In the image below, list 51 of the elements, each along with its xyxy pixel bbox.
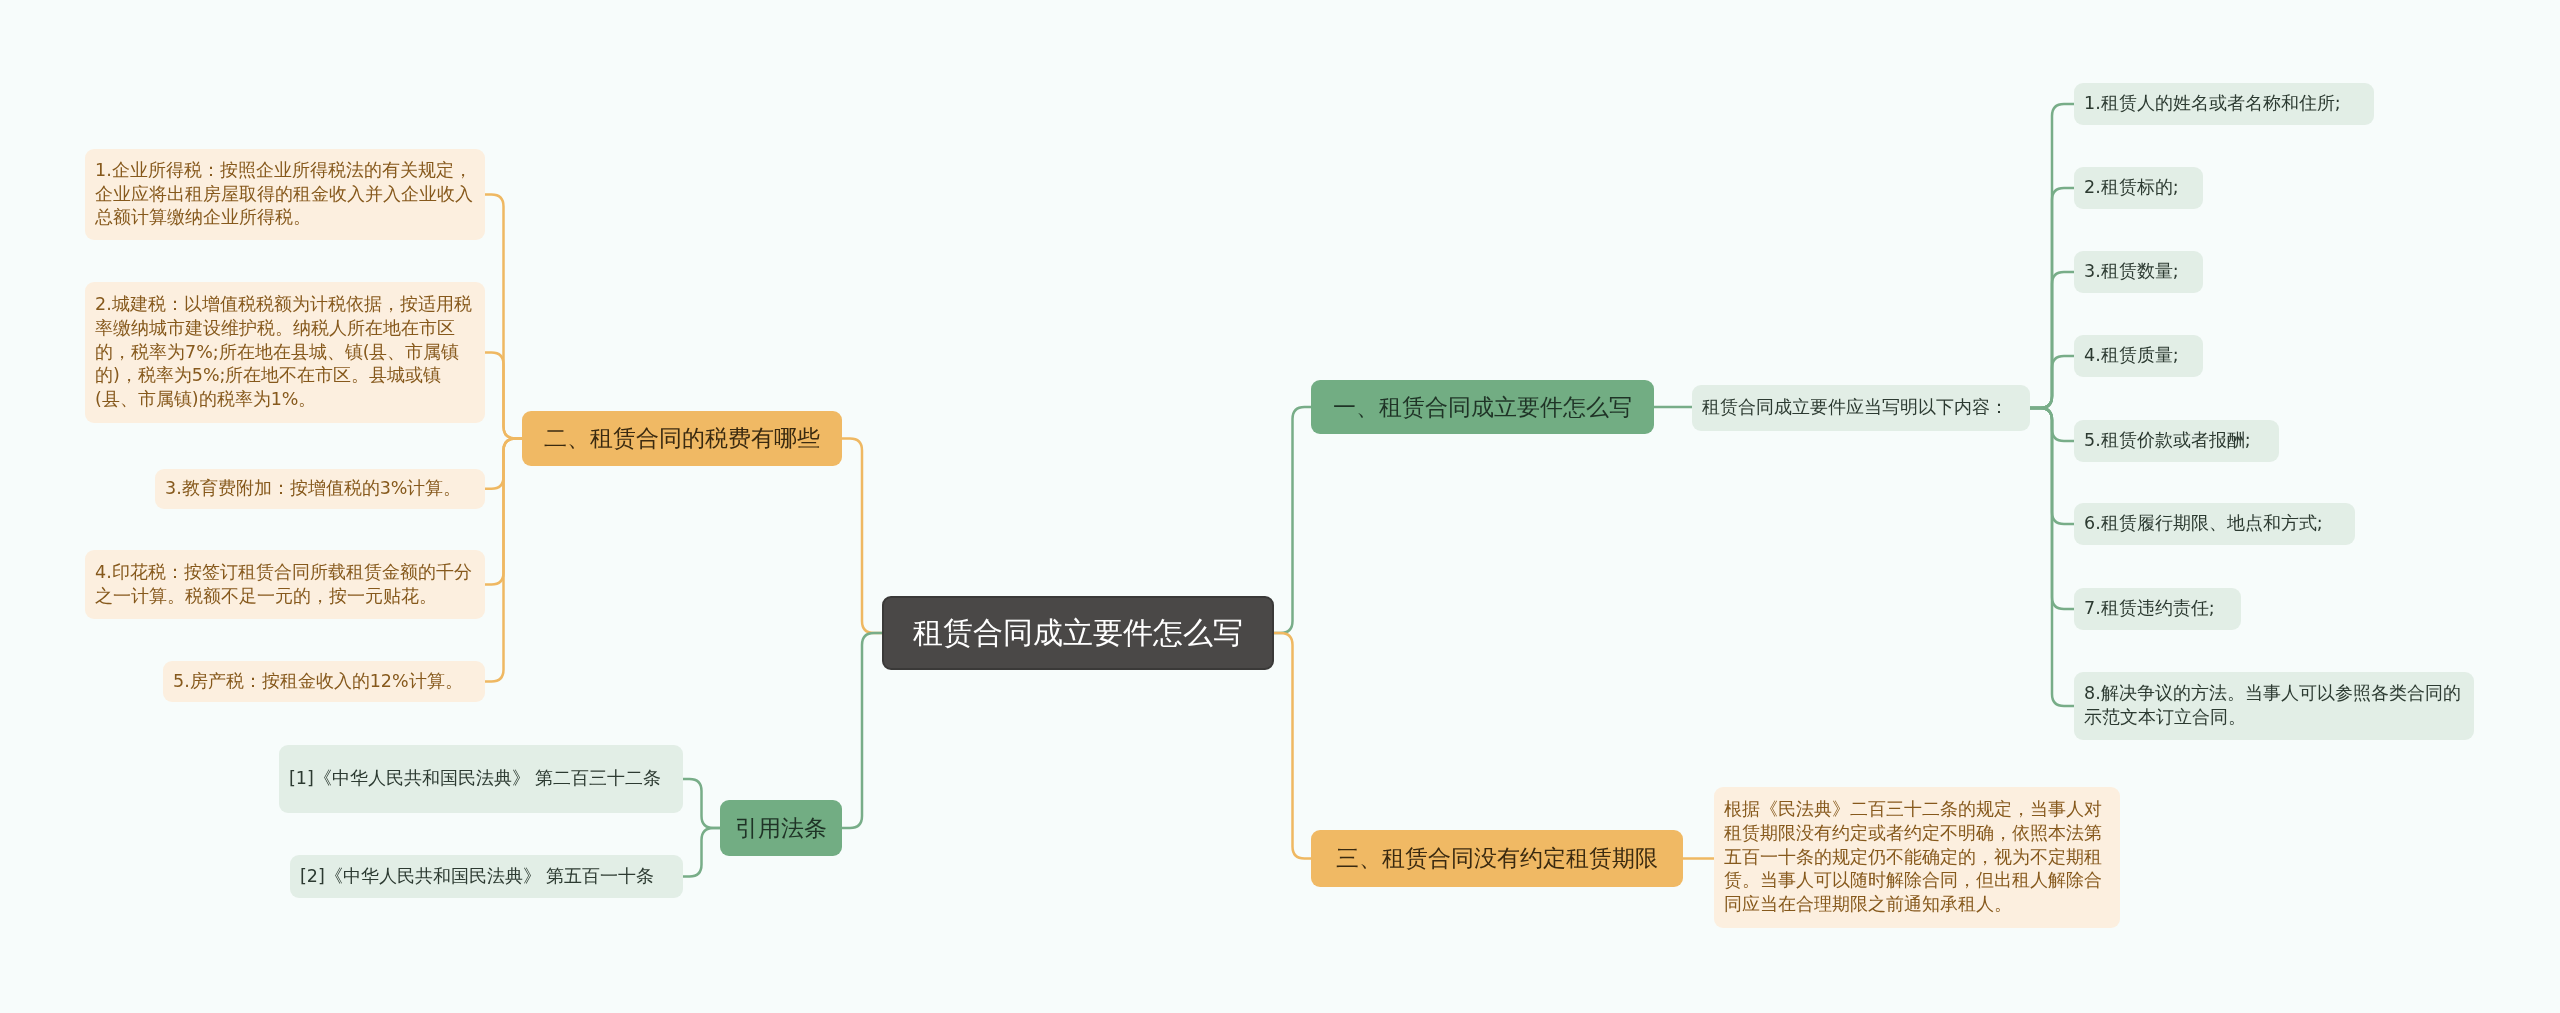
note-text: 5.房产税：按租金收入的12%计算。 [173,669,463,693]
connector [1274,631,1311,860]
note-text: [1]《中华人民共和国民法典》 第二百三十二条 [289,767,662,791]
note-text: 4.印花税：按签订租赁合同所载租赁金额的千分之一计算。税额不足一元的，按一元贴花。 [95,560,473,608]
connector [1683,857,1714,860]
note-card [279,745,683,813]
note-text: 7.租赁违约责任; [2084,597,2215,621]
note-card [2074,251,2203,293]
connector [683,826,720,878]
note-card [290,855,683,898]
note-text: 1.租赁人的姓名或者名称和住所; [2084,92,2341,116]
note-text: [2]《中华人民共和国民法典》 第五百一十条 [300,864,655,888]
note-card [155,469,485,509]
note-text: 4.租赁质量; [2084,344,2179,368]
note-card [2074,83,2374,125]
topic-label: 引用法条 [735,813,827,843]
connector [2030,406,2074,708]
note-card [1714,787,2120,928]
note-card [2074,420,2279,462]
topic-label: 三、租赁合同没有约定租赁期限 [1336,844,1658,873]
note-text: 租赁合同成立要件应当写明以下内容： [1702,396,2008,420]
note-card [2074,335,2203,377]
note-card [2074,588,2241,630]
branch-topic [720,800,842,856]
topic-label: 一、租赁合同成立要件怎么写 [1333,392,1632,422]
central-topic [882,596,1274,670]
note-card [85,282,485,423]
note-text: 3.租赁数量; [2084,260,2179,284]
topic-title: 租赁合同成立要件怎么写 [913,613,1243,652]
topic-label: 二、租赁合同的税费有哪些 [544,424,820,453]
note-text: 2.城建税：以增值税税额为计税依据，按适用税率缴纳城市建设维护税。纳税人所在地在市区的，税率为7%;所在地在县城、镇(县、市属镇的)，税率为5%;所在地不在市区。县城或镇(县、市属镇)的税率为1%。 [95,293,473,411]
note-text: 6.租赁履行期限、地点和方式; [2084,512,2323,536]
note-text: 1.企业所得税：按照企业所得税法的有关规定，企业应将出租房屋取得的租金收入并入企业收入总额计算缴纳企业所得税。 [95,159,474,230]
branch-topic [1311,380,1654,434]
note-card [85,149,485,240]
branch-topic [1311,830,1683,887]
note-card [1692,385,2030,431]
note-card [85,550,485,619]
connector [485,437,522,683]
note-text: 2.租赁标的; [2084,176,2179,200]
note-card [2074,672,2474,740]
note-card [163,661,485,702]
note-text: 3.教育费附加：按增值税的3%计算。 [165,477,462,500]
note-card [2074,503,2355,545]
note-text: 5.租赁价款或者报酬; [2084,429,2251,453]
connector [842,631,882,830]
branch-topic [522,411,842,466]
note-text: 根据《民法典》二百三十二条的规定，当事人对租赁期限没有约定或者约定不明确，依照本法第五百一十条的规定仍不能确定的，视为不定期租赁。当事人可以随时解除合同，但出租人解除合同应当在合理期限之前通知承租人。 [1724,798,2103,916]
note-text: 8.解决争议的方法。当事人可以参照各类合同的示范文本订立合同。 [2084,682,2462,729]
note-card [2074,167,2203,209]
connector [1654,405,1692,409]
